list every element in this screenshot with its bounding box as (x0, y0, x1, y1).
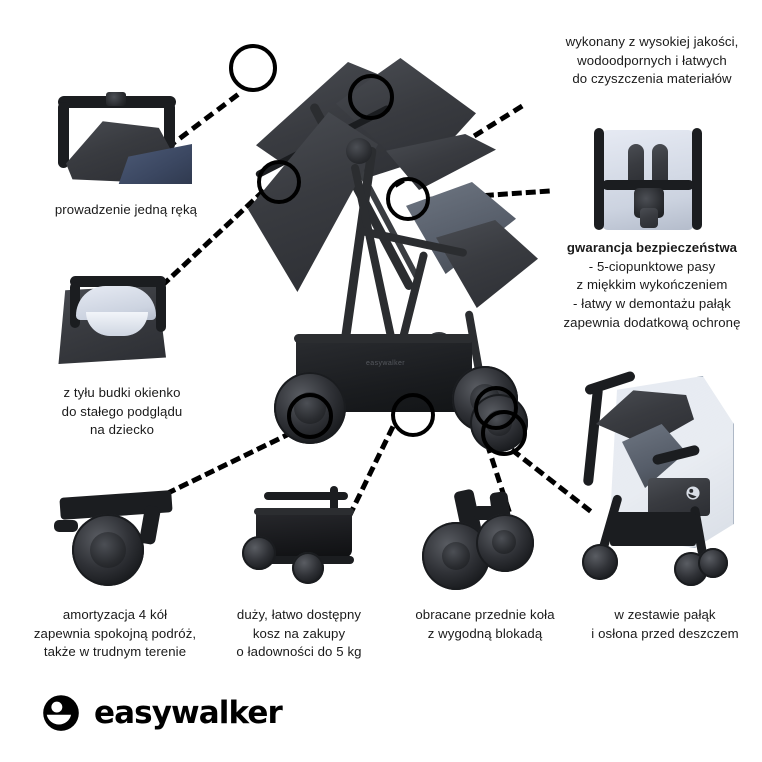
brand-logo: easywalker (42, 694, 283, 732)
callout-ring-materials[interactable] (348, 74, 394, 120)
front-swivel-wheels-photo (406, 486, 546, 590)
caption-suspension: amortyzacja 4 kół zapewnia spokojną podr… (33, 607, 197, 660)
handlebar-fold-button (106, 92, 126, 106)
rear-wheel-suspension-photo (46, 484, 186, 588)
callout-ring-safety[interactable] (386, 177, 430, 221)
inset-front-wheel-right-hub (492, 530, 516, 554)
callout-ring-rain-cover[interactable] (481, 410, 527, 456)
rear-brake-lever (54, 520, 78, 532)
callout-ring-basket[interactable] (391, 393, 435, 437)
basket-handle-post (330, 486, 338, 512)
seat-frame-right (692, 128, 702, 230)
rear-handlebar-left (70, 282, 80, 328)
caption-basket: duży, łatwo dostępny kosz na zakupy o ła… (236, 607, 362, 660)
callout-ring-one-hand[interactable] (229, 44, 277, 92)
rain-rear-wheel (582, 544, 618, 580)
inset-front-wheel-left-hub (442, 542, 470, 570)
basket-frame-top (264, 492, 348, 500)
rain-handlebar-post (582, 385, 604, 487)
caption-rear-window: z tyłu budki okienko do stałego podglądu… (61, 385, 183, 438)
basket-rim (294, 334, 474, 343)
caption-rain-cover: w zestawie pałąk i osłona przed deszczem (591, 607, 739, 641)
inset-basket-rim (254, 508, 354, 515)
callout-ring-rear-window[interactable] (257, 160, 301, 204)
rain-cover-photo (570, 366, 742, 588)
frame-hinge-upper (346, 138, 372, 164)
caption-materials: wykonany z wysokiej jakości, wodoodporny… (565, 34, 739, 87)
rain-basket (610, 512, 696, 546)
one-hand-handlebar-photo (44, 88, 194, 184)
canopy-rear-window-photo (44, 262, 192, 366)
harness-strap-right (652, 144, 668, 188)
caption-one-hand: prowadzenie jedną ręką (54, 202, 198, 217)
bumper-bar (602, 180, 694, 190)
rear-handlebar (70, 276, 166, 287)
caption-front-wheels: obracane przednie koła z wygodną blokadą (415, 607, 555, 641)
inset-basket-rear-wheel (242, 536, 276, 570)
brand-name: easywalker (94, 695, 283, 731)
seat-harness-photo (586, 128, 712, 232)
crotch-strap (640, 208, 658, 228)
main-stroller-photo: easywalker (238, 42, 548, 462)
rain-front-wheel-2 (698, 548, 728, 578)
handlebar-left-post (58, 102, 69, 168)
seat-frame-left (594, 128, 604, 230)
caption-safety: gwarancja bezpieczeństwa - 5-ciopunktowe… (563, 240, 741, 330)
shopping-basket-photo (234, 486, 382, 588)
callout-ring-suspension[interactable] (287, 393, 333, 439)
basket-brand-text: easywalker (366, 360, 406, 367)
rain-cover-logo-icon (686, 486, 700, 500)
easywalker-smiley-icon (43, 695, 79, 731)
inset-rear-wheel-hub (90, 532, 126, 568)
handlebar-right-post (164, 102, 175, 150)
rain-front-panel (648, 478, 710, 516)
harness-strap-left (628, 144, 644, 188)
rear-handlebar-right (156, 282, 166, 332)
inset-basket-front-wheel (292, 552, 324, 584)
